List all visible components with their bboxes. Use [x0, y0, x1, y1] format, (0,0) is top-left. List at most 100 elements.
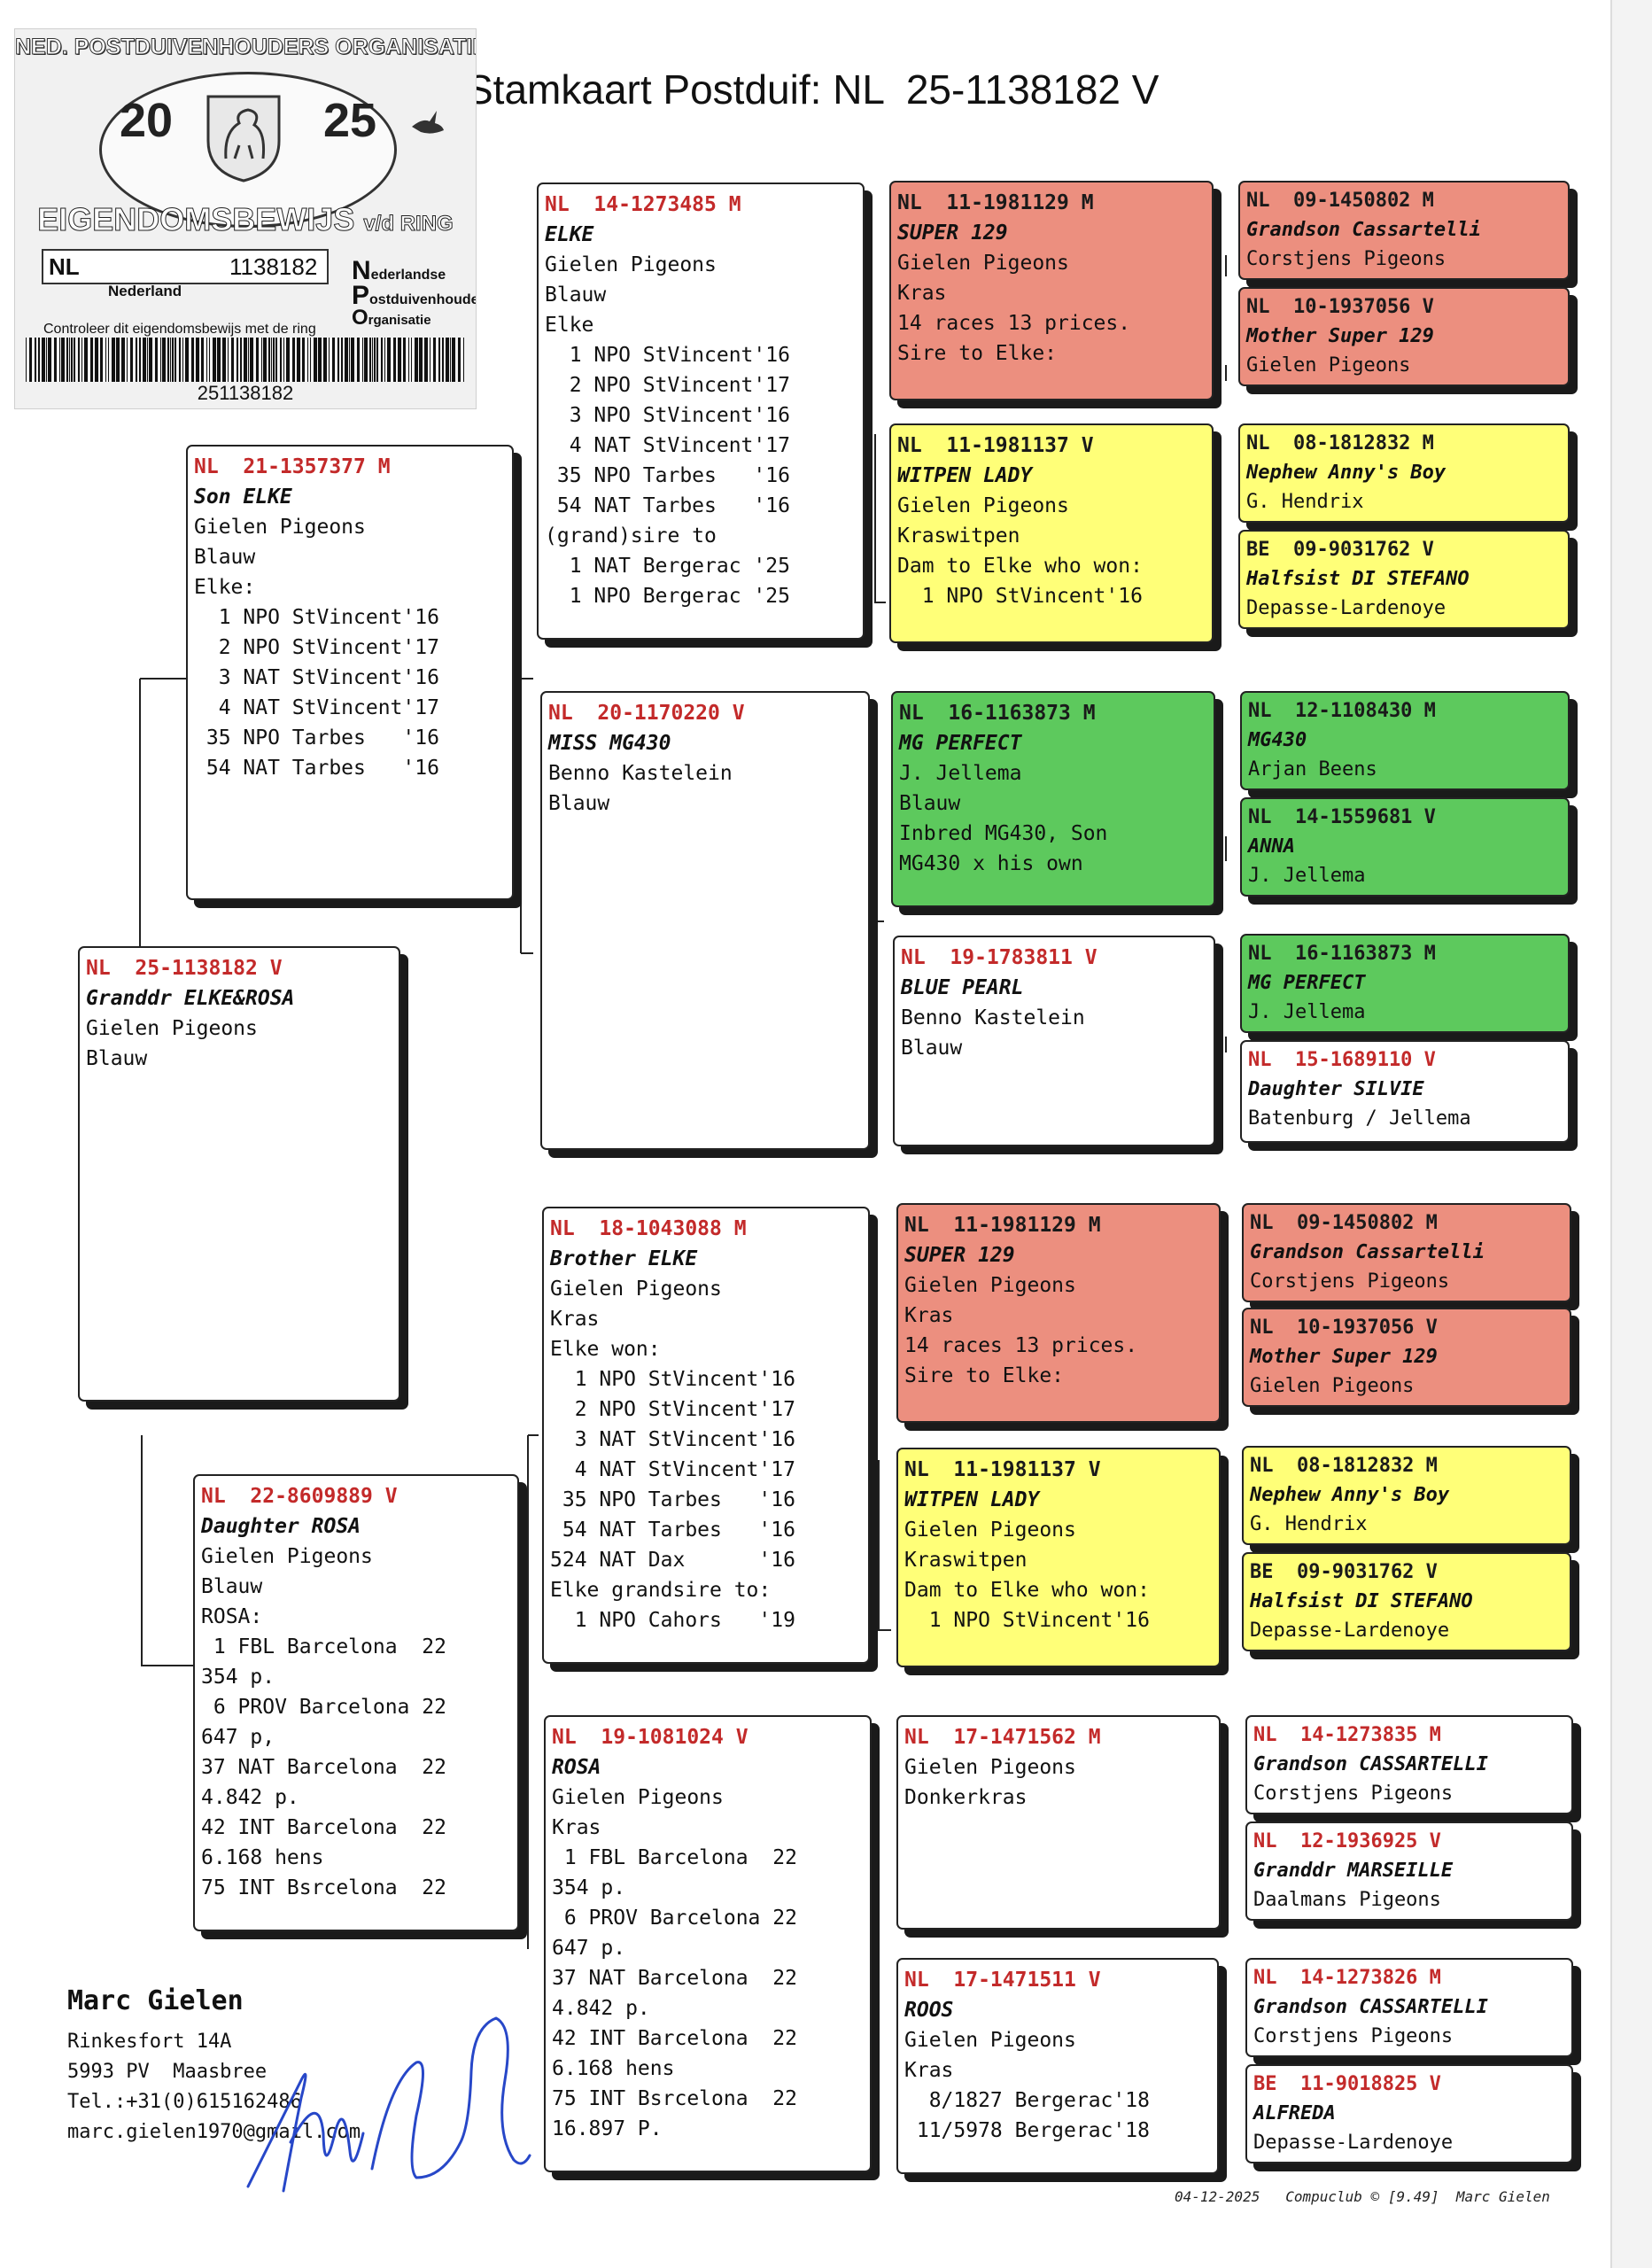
pigeon-info-line: 3 NAT StVincent'16: [550, 1428, 795, 1451]
pigeon-info-line: Benno Kastelein: [548, 762, 733, 785]
pigeon-info-line: 354 p.: [201, 1666, 275, 1689]
pigeon-info-line: 6 PROV Barcelona 22: [552, 1907, 797, 1930]
pigeon-info-line: Sire to Elke:: [904, 1364, 1065, 1387]
ring-number: NL 11-1981129 M: [904, 1214, 1101, 1237]
pigeon-name: BLUE PEARL: [901, 976, 1024, 999]
pigeon-info-line: Blauw: [201, 1575, 263, 1598]
ring-number: NL 10-1937056 V: [1250, 1317, 1438, 1339]
ring-number-field: NL 1138182: [42, 249, 329, 284]
pigeon-name: Granddr MARSEILLE: [1253, 1860, 1454, 1882]
pigeon-name: MG430: [1248, 729, 1307, 751]
pigeon-info-line: 75 INT Bsrcelona 22: [552, 2087, 797, 2110]
owner-address: Rinkesfort 14A: [67, 2031, 232, 2053]
pigeon-info-line: Sire to Elke:: [897, 342, 1058, 365]
pigeon-info-line: Corstjens Pigeons: [1250, 1270, 1450, 1293]
pigeon-name: ROSA: [552, 1756, 601, 1779]
pigeon-info-line: J. Jellema: [1248, 865, 1366, 887]
npo-line-1: Nederlandse: [352, 256, 446, 285]
pigeon-name: MG PERFECT: [1248, 972, 1366, 994]
pigeon-name: Granddr ELKE&ROSA: [86, 987, 295, 1010]
barcode: [26, 338, 464, 382]
pigeon-info-line: Arjan Beens: [1248, 758, 1377, 781]
pigeon-info-line: Dam to Elke who won:: [897, 555, 1143, 578]
pigeon-info-line: 1 FBL Barcelona 22: [201, 1635, 446, 1658]
pigeon-name: WITPEN LADY: [904, 1488, 1040, 1511]
pigeon-name: ALFREDA: [1253, 2102, 1336, 2124]
pigeon-info-line: Benno Kastelein: [901, 1006, 1085, 1029]
pigeon-name: Mother Super 129: [1246, 325, 1434, 347]
ring-number: NL 14-1273826 M: [1253, 1967, 1441, 1989]
pigeon-info-line: 1 NPO StVincent'16: [194, 606, 439, 629]
owner-city: 5993 PV Maasbree: [67, 2061, 268, 2083]
ring-number: NL 17-1471562 M: [904, 1726, 1101, 1749]
dove-icon: [412, 111, 444, 134]
pigeon-info-line: Depasse-Lardenoye: [1246, 597, 1446, 619]
pigeon-info-line: Gielen Pigeons: [904, 1756, 1076, 1779]
page-edge: [1610, 0, 1652, 2268]
ring-number: NL 22-8609889 V: [201, 1485, 398, 1508]
pigeon-info-line: 4 NAT StVincent'17: [194, 696, 439, 719]
certificate-org: NED. POSTDUIVENHOUDERS ORGANISATIE: [15, 35, 477, 60]
pigeon-info-line: 1 NPO StVincent'16: [550, 1368, 795, 1391]
pigeon-info-line: 3 NAT StVincent'16: [194, 666, 439, 689]
pigeon-info-line: 6.168 hens: [201, 1846, 324, 1869]
pigeon-name: Halfsist DI STEFANO: [1246, 568, 1470, 590]
signature: [246, 2016, 531, 2193]
pigeon-info-line: Kras: [550, 1308, 600, 1331]
pigeon-info-line: 524 NAT Dax '16: [550, 1549, 795, 1572]
ring-number: NL 14-1559681 V: [1248, 806, 1436, 828]
pigeon-info-line: Blauw: [545, 284, 607, 307]
pigeon-info-line: Blauw: [548, 792, 610, 815]
pigeon-info-line: 1 NPO StVincent'16: [897, 585, 1143, 608]
ring-number: NL 14-1273485 M: [545, 193, 741, 216]
pigeon-info-line: Kraswitpen: [897, 524, 1020, 548]
pigeon-info-line: 54 NAT Tarbes '16: [545, 494, 790, 517]
pigeon-name: Nephew Anny's Boy: [1246, 462, 1446, 484]
pigeon-info-line: Daalmans Pigeons: [1253, 1889, 1441, 1911]
pigeon-info-line: (grand)sire to: [545, 524, 717, 548]
pigeon-name: SUPER 129: [904, 1244, 1015, 1267]
pigeon-name: Nephew Anny's Boy: [1250, 1484, 1450, 1506]
pigeon-info-line: Gielen Pigeons: [86, 1017, 258, 1040]
pigeon-name: MISS MG430: [548, 732, 671, 755]
pigeon-info-line: Inbred MG430, Son: [899, 822, 1108, 845]
pigeon-info-line: 1 NPO Cahors '19: [550, 1609, 795, 1632]
pigeon-info-line: 1 NAT Bergerac '25: [545, 555, 790, 578]
npo-line-3: Organisatie: [352, 306, 431, 330]
pigeon-info-line: Kras: [552, 1816, 601, 1839]
ring-number: NL 15-1689110 V: [1248, 1049, 1436, 1071]
owner-block: Marc Gielen Rinkesfort 14A 5993 PV Maasb…: [67, 1986, 361, 2148]
pigeon-info-line: 2 NPO StVincent'17: [194, 636, 439, 659]
owner-email: marc.gielen1970@gmail.com: [67, 2121, 361, 2143]
year-right: 25: [323, 94, 377, 147]
ring-number: NL 16-1163873 M: [1248, 943, 1436, 965]
pigeon-name: SUPER 129: [897, 221, 1008, 245]
pigeon-info-line: Gielen Pigeons: [904, 1274, 1076, 1297]
pigeon-info-line: 11/5978 Bergerac'18: [904, 2119, 1150, 2142]
ring-number: NL 09-1450802 M: [1246, 190, 1434, 212]
pigeon-info-line: 54 NAT Tarbes '16: [194, 757, 439, 780]
pigeon-info-line: Gielen Pigeons: [1250, 1375, 1415, 1397]
pigeon-name: Brother ELKE: [550, 1247, 698, 1270]
pigeon-info-line: 14 races 13 prices.: [904, 1334, 1138, 1357]
pigeon-info-line: 2 NPO StVincent'17: [545, 374, 790, 397]
pigeon-info-line: Gielen Pigeons: [904, 1518, 1076, 1542]
pigeon-info-line: Blauw: [901, 1037, 963, 1060]
pigeon-info-line: 3 NPO StVincent'16: [545, 404, 790, 427]
ring-number: NL 14-1273835 M: [1253, 1724, 1441, 1746]
pigeon-info-line: Gielen Pigeons: [201, 1545, 373, 1568]
pigeon-info-line: 4 NAT StVincent'17: [545, 434, 790, 457]
pigeon-info-line: Corstjens Pigeons: [1253, 2025, 1454, 2047]
pigeon-info-line: 54 NAT Tarbes '16: [550, 1518, 795, 1542]
